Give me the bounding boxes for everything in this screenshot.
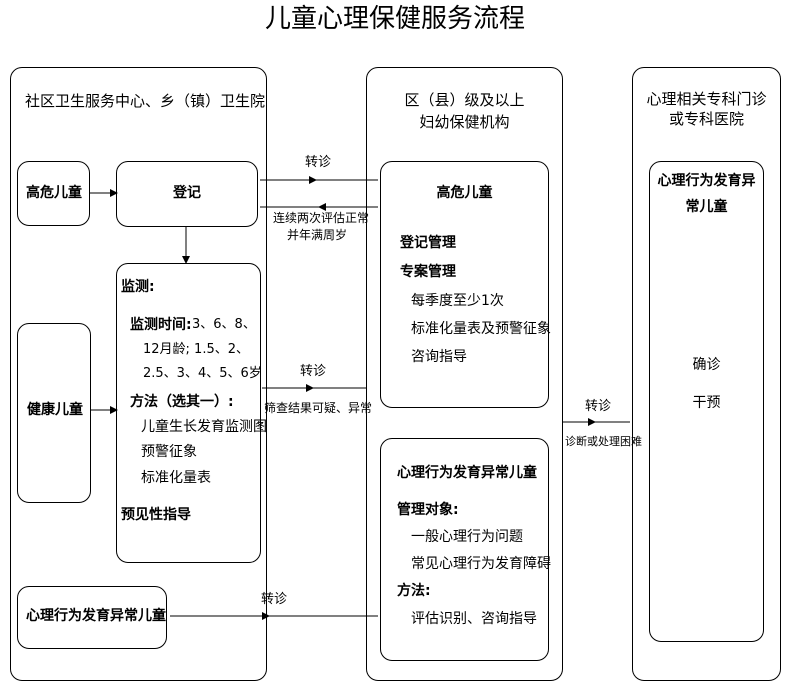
case-item: 每季度至少1次 — [411, 293, 504, 309]
community-column — [10, 67, 267, 681]
register-box — [116, 161, 258, 227]
monitor-method: 标准化量表 — [141, 470, 211, 486]
monitor-guidance: 预见性指导 — [121, 507, 191, 523]
difficult-condition: 诊断或处理困难 — [565, 435, 642, 448]
county-header-2: 妇幼保健机构 — [419, 113, 510, 131]
intervention: 干预 — [692, 395, 721, 411]
specialist-header-1: 心理相关专科门诊 — [646, 90, 767, 108]
county-high-risk-title: 高危儿童 — [436, 185, 493, 201]
register-management: 登记管理 — [400, 235, 456, 251]
referral-label: 转诊 — [585, 399, 612, 414]
return-condition-1: 连续两次评估正常 — [273, 211, 370, 225]
monitor-time-label: 监测时间: — [130, 317, 192, 333]
register-label: 登记 — [173, 185, 201, 201]
community-header: 社区卫生服务中心、乡（镇）卫生院 — [25, 92, 266, 110]
referral-label: 转诊 — [261, 592, 288, 607]
monitor-method-label: 方法（选其一）: — [130, 394, 234, 410]
target-item: 常见心理行为发育障碍 — [411, 556, 551, 572]
county-abnormal-title: 心理行为发育异常儿童 — [397, 465, 537, 481]
monitor-time-1: 3、6、8、 — [192, 317, 256, 332]
monitor-method: 儿童生长发育监测图 — [141, 419, 267, 435]
specialist-box-title: 常儿童 — [685, 199, 728, 215]
specialist-box — [649, 161, 764, 642]
monitor-heading: 监测: — [121, 279, 155, 295]
specialist-column — [632, 67, 781, 681]
specialist-box-title: 心理行为发育异 — [657, 173, 756, 189]
monitor-time-3: 2.5、3、4、5、6岁 — [143, 366, 262, 381]
case-management: 专案管理 — [400, 264, 456, 280]
county-abnormal-box — [380, 438, 549, 661]
confirm-diagnosis: 确诊 — [692, 357, 721, 373]
high-risk-box — [17, 161, 90, 226]
county-column — [366, 67, 563, 681]
monitor-box — [116, 263, 261, 563]
target-item: 一般心理行为问题 — [411, 529, 523, 545]
method-label: 方法: — [397, 583, 431, 599]
monitor-time-2: 12月龄; 1.5、2、 — [143, 342, 249, 357]
specialist-header-2: 或专科医院 — [668, 110, 744, 128]
screen-condition: 筛查结果可疑、异常 — [264, 401, 373, 415]
monitor-method: 预警征象 — [141, 444, 197, 460]
referral-label: 转诊 — [300, 364, 327, 379]
abnormal-label: 心理行为发育异常儿童 — [26, 608, 166, 624]
case-item: 咨询指导 — [411, 349, 467, 365]
high-risk-label: 高危儿童 — [26, 185, 82, 201]
abnormal-box — [17, 586, 167, 649]
healthy-label: 健康儿童 — [27, 402, 83, 418]
county-header-1: 区（县）级及以上 — [404, 91, 525, 109]
case-item: 标准化量表及预警征象 — [411, 321, 551, 337]
healthy-box — [17, 323, 91, 503]
return-condition-2: 并年满周岁 — [287, 228, 348, 242]
county-high-risk-box — [380, 161, 549, 408]
method-text: 评估识别、咨询指导 — [411, 611, 537, 627]
page-title: 儿童心理保健服务流程 — [264, 4, 525, 34]
referral-label: 转诊 — [305, 155, 332, 170]
target-label: 管理对象: — [397, 502, 459, 518]
